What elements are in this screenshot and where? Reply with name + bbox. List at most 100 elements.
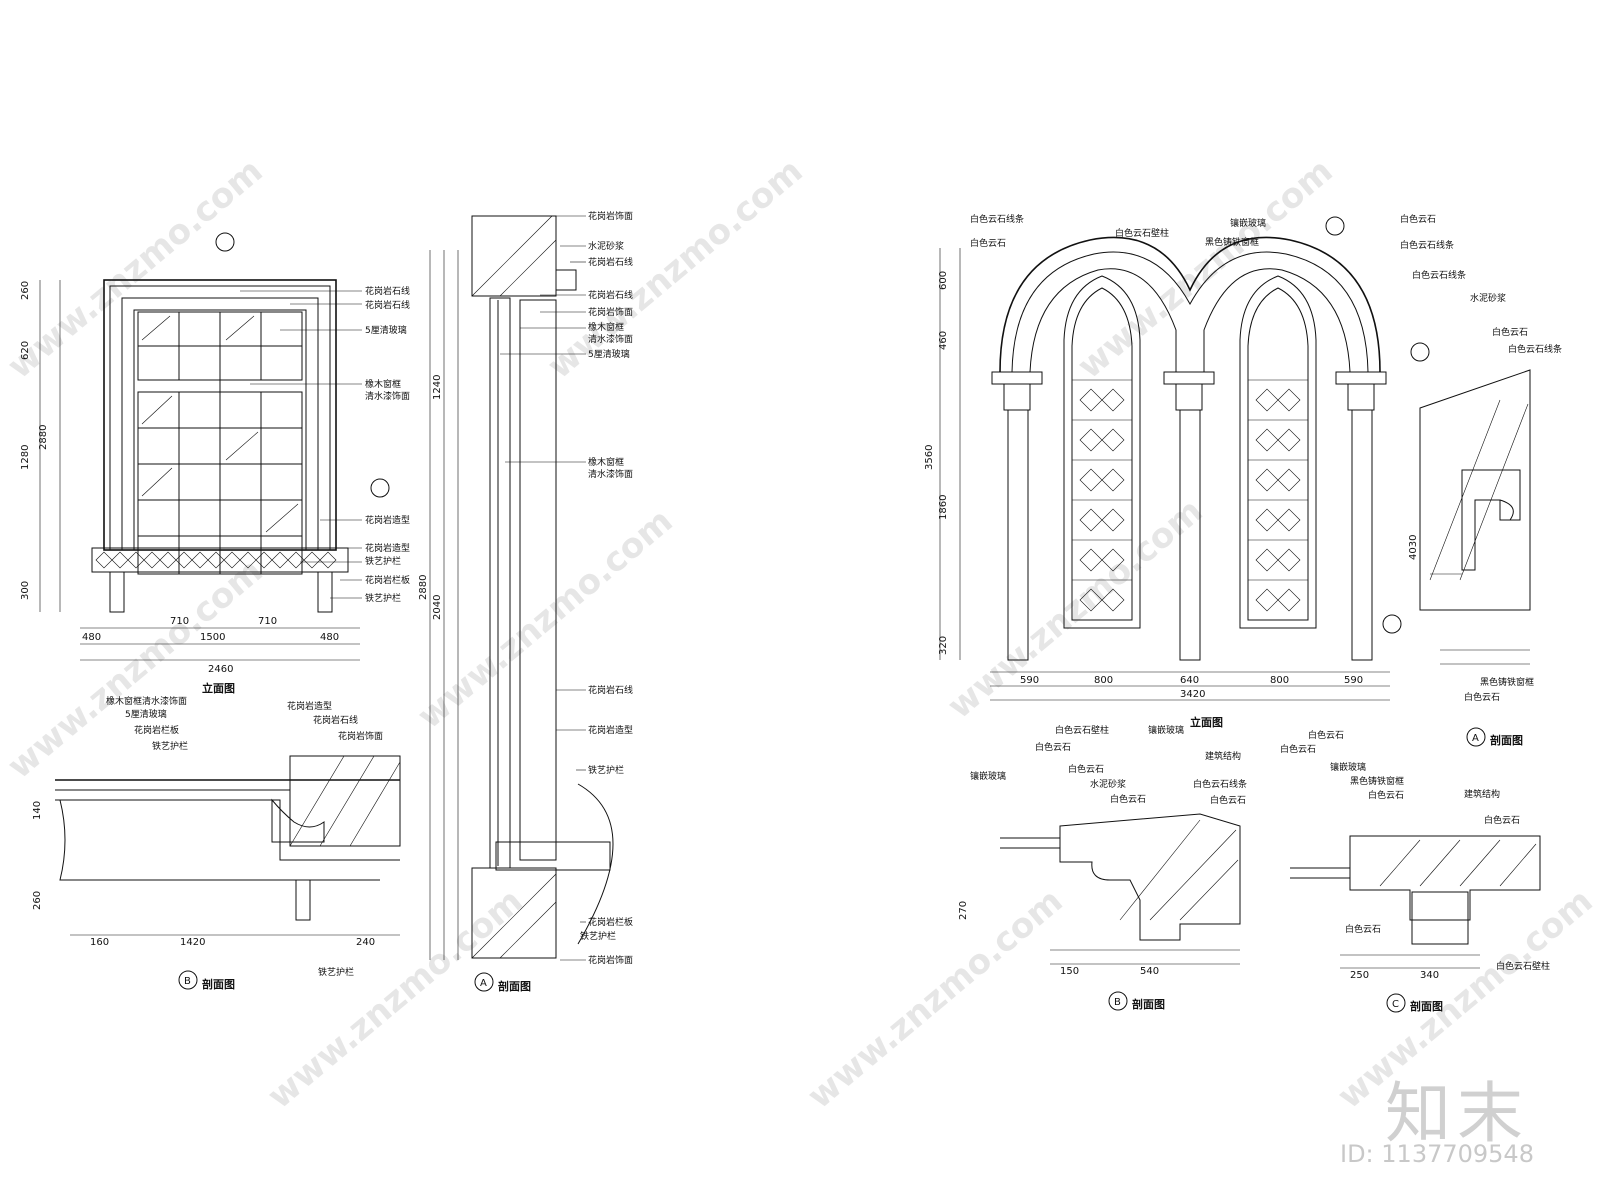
svg-text:160: 160 — [90, 937, 109, 948]
granite-balustrade — [91, 547, 349, 573]
svg-text:240: 240 — [356, 937, 375, 948]
label-granite-molding: 花岗岩造型 — [588, 724, 633, 736]
hdim: 480 — [82, 632, 101, 643]
window-sash-grid — [137, 311, 303, 575]
left-section-a: A 剖面图 花岗岩饰面 水泥砂浆 花岗岩石线 花岗岩石线 花岗岩饰面 橡木窗框 … — [418, 210, 633, 993]
hdim: 710 — [258, 616, 277, 627]
left-section-b-title: 剖面图 — [202, 977, 235, 991]
label-white-marble: 白色云石 — [1110, 793, 1146, 805]
vdim: 620 — [20, 341, 31, 360]
svg-text:A: A — [1472, 733, 1479, 744]
svg-text:3560: 3560 — [924, 445, 935, 470]
label-iron-railing: 铁艺护栏 — [152, 740, 188, 752]
right-arched-window-elevation: 3420 立面图 590 800 640 800 590 600 460 186… — [924, 213, 1466, 755]
marble-pilasters — [991, 371, 1387, 661]
label-iron-railing: 铁艺护栏 — [588, 764, 624, 776]
left-elevation-leaders — [240, 290, 362, 599]
label-granite-facing: 花岗岩饰面 — [588, 306, 633, 318]
svg-text:2880: 2880 — [418, 575, 429, 600]
label-cast-iron-frame: 黑色铸铁窗框 — [1205, 236, 1259, 248]
svg-text:590: 590 — [1344, 675, 1363, 686]
label-oak-frame: 橡木窗框 — [588, 456, 624, 468]
right-section-b: B 剖面图 镶嵌玻璃 白色云石 水泥砂浆 白色云石 建筑结构 白色云石线条 白色… — [958, 750, 1247, 1011]
svg-text:270: 270 — [958, 901, 969, 920]
watermark-text: www.znzmo.com — [260, 881, 530, 1117]
label-clear-varnish: 清水漆饰面 — [588, 333, 633, 345]
vdim: 260 — [20, 281, 31, 300]
right-section-a: A 剖面图 水泥砂浆 白色云石 白色云石线条 黑色铸铁窗框 白色云石 4030 — [1408, 292, 1562, 747]
watermark-text: www.znzmo.com — [940, 491, 1210, 727]
svg-text:C: C — [1392, 999, 1399, 1010]
watermark-text: www.znzmo.com — [540, 151, 810, 387]
section-marker-c — [1382, 614, 1402, 634]
left-section-a-title: 剖面图 — [498, 979, 531, 993]
label-clear-glass: 5厘清玻璃 — [588, 348, 630, 360]
label-marble-pilaster: 白色云石壁柱 — [1055, 724, 1109, 736]
svg-text:4030: 4030 — [1408, 535, 1419, 560]
svg-text:B: B — [1114, 997, 1121, 1008]
label-white-marble: 白色云石 — [1210, 794, 1246, 806]
label-oak-frame: 橡木窗框 — [365, 378, 401, 390]
label-granite-molding: 花岗岩造型 — [287, 700, 332, 712]
label-granite-line: 花岗岩石线 — [588, 289, 633, 301]
label-granite-line: 花岗岩石线 — [588, 256, 633, 268]
vdim: 2880 — [38, 425, 49, 450]
left-window-elevation: 立面图 2460 花岗岩石线 花岗岩石线 5厘清玻璃 橡木窗框 清水漆饰面 花岗… — [20, 232, 410, 695]
svg-text:800: 800 — [1270, 675, 1289, 686]
label-white-marble: 白色云石 — [1492, 326, 1528, 338]
label-clear-varnish: 清水漆饰面 — [588, 468, 633, 480]
label-cast-iron-frame: 黑色铸铁窗框 — [1350, 775, 1404, 787]
label-inlaid-glass: 镶嵌玻璃 — [1330, 761, 1366, 773]
label-white-marble: 白色云石 — [1068, 763, 1104, 775]
label-iron-railing: 铁艺护栏 — [365, 555, 401, 567]
label-granite-balustrade: 花岗岩栏板 — [365, 574, 410, 586]
section-marker-b — [1410, 342, 1430, 362]
right-elevation-total: 3420 — [1180, 689, 1205, 700]
label-inlaid-glass: 镶嵌玻璃 — [1148, 724, 1184, 736]
label-white-marble: 白色云石 — [1400, 213, 1436, 225]
label-cement-mortar: 水泥砂浆 — [588, 240, 624, 252]
svg-text:460: 460 — [938, 331, 949, 350]
label-marble-line: 白色云石线条 — [970, 213, 1024, 225]
svg-text:140: 140 — [32, 801, 43, 820]
label-oak-frame-varnish: 橡木窗框清水漆饰面 — [106, 695, 187, 707]
label-granite-line: 花岗岩石线 — [365, 285, 410, 297]
hdim: 710 — [170, 616, 189, 627]
left-section-b: B 剖面图 橡木窗框清水漆饰面 5厘清玻璃 花岗岩栏板 铁艺护栏 花岗岩造型 花… — [32, 695, 401, 991]
label-inlaid-glass: 镶嵌玻璃 — [1230, 217, 1266, 229]
svg-text:1240: 1240 — [432, 375, 443, 400]
svg-text:260: 260 — [32, 891, 43, 910]
label-marble-pilaster: 白色云石壁柱 — [1496, 960, 1550, 972]
right-section-c: C 剖面图 镶嵌玻璃 黑色铸铁窗框 白色云石 建筑结构 白色云石 白色云石 白色… — [1290, 761, 1550, 1013]
right-section-b-title: 剖面图 — [1132, 997, 1165, 1011]
label-cement-mortar: 水泥砂浆 — [1470, 292, 1506, 304]
label-white-marble: 白色云石 — [1345, 923, 1381, 935]
label-iron-railing: 铁艺护栏 — [318, 966, 354, 978]
label-granite-facing: 花岗岩饰面 — [588, 954, 633, 966]
label-granite-molding: 花岗岩造型 — [365, 542, 410, 554]
section-marker-a — [215, 232, 235, 252]
svg-text:590: 590 — [1020, 675, 1039, 686]
label-white-marble: 白色云石 — [970, 237, 1006, 249]
label-granite-balustrade: 花岗岩栏板 — [588, 916, 633, 928]
hdim: 480 — [320, 632, 339, 643]
vdim: 1280 — [20, 445, 31, 470]
label-white-marble: 白色云石 — [1280, 743, 1316, 755]
svg-text:A: A — [480, 978, 487, 989]
section-marker-a — [474, 972, 494, 992]
right-elevation-title: 立面图 — [1190, 715, 1223, 729]
section-marker-b — [1108, 991, 1128, 1011]
svg-text:800: 800 — [1094, 675, 1113, 686]
section-a-leaders — [500, 215, 586, 961]
svg-text:150: 150 — [1060, 966, 1079, 977]
label-iron-railing: 铁艺护栏 — [580, 930, 616, 942]
label-building-structure: 建筑结构 — [1464, 788, 1500, 800]
watermark-text: www.znzmo.com — [0, 151, 270, 387]
right-section-c-title: 剖面图 — [1410, 999, 1443, 1013]
label-granite-line: 花岗岩石线 — [588, 684, 633, 696]
svg-text:1860: 1860 — [938, 495, 949, 520]
svg-text:600: 600 — [938, 271, 949, 290]
label-white-marble: 白色云石 — [1308, 729, 1344, 741]
svg-text:B: B — [184, 976, 191, 987]
